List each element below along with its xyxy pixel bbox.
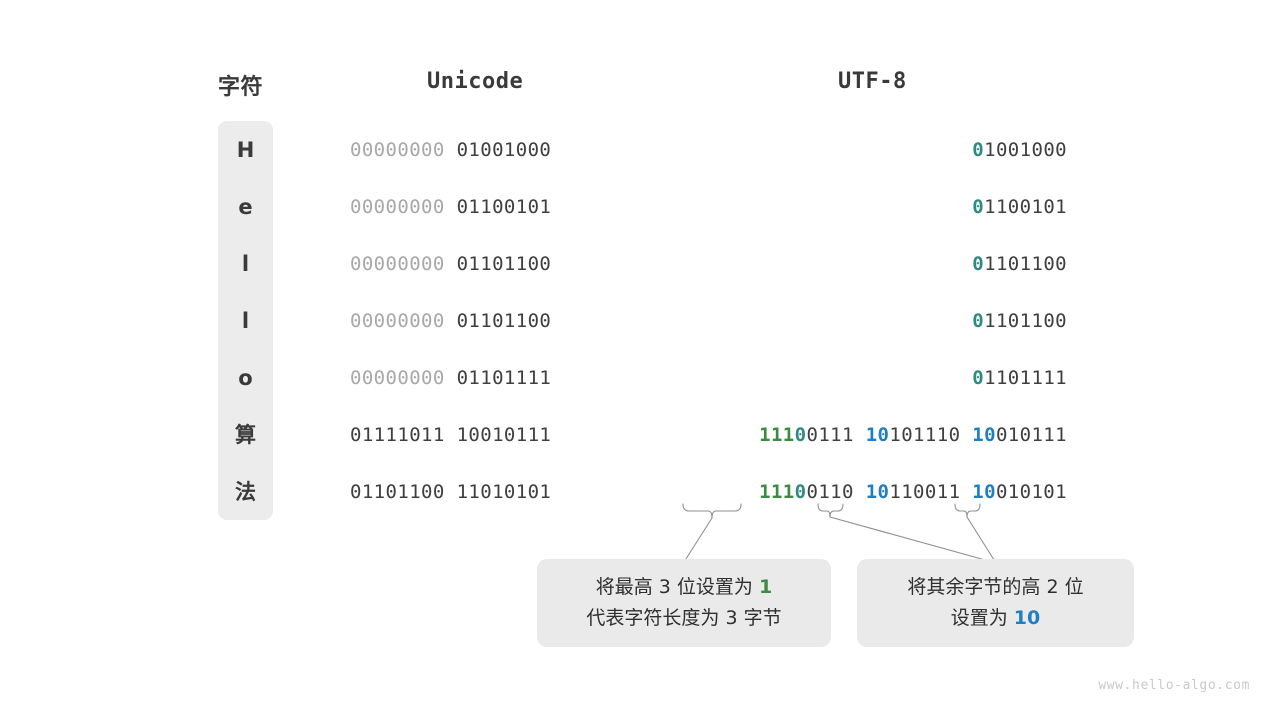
- unicode-low-byte: 01100101: [456, 196, 552, 218]
- table-row: e 00000000 01100101 01100101: [0, 192, 1280, 249]
- utf8-continuation-marker: 10: [972, 424, 996, 446]
- utf8-payload-byte3: 010111: [995, 424, 1067, 446]
- utf8-continuation-marker: 10: [865, 481, 890, 503]
- utf8-payload: 1101111: [984, 367, 1067, 389]
- row-utf8-bits: 11100111 10101110 10010111: [0, 420, 1067, 450]
- utf8-continuation-marker: 10: [972, 481, 996, 503]
- row-unicode-bits: 00000000 01101111: [350, 363, 551, 393]
- utf8-length-marker: 111: [759, 424, 795, 446]
- utf8-payload-byte1: 0110: [806, 481, 854, 503]
- annotation-text: 设置为: [950, 607, 1014, 629]
- watermark: www.hello-algo.com: [1098, 678, 1250, 693]
- character-column-panel: [218, 121, 273, 520]
- row-character: l: [241, 309, 250, 333]
- annotation-box-length-marker: 将最高 3 位设置为 1 代表字符长度为 3 字节: [537, 559, 831, 647]
- annotation-highlight: 10: [1013, 607, 1041, 629]
- row-utf8-bits: 01101111: [0, 363, 1067, 393]
- annotation-line: 将最高 3 位设置为 1: [596, 572, 772, 603]
- row-character: e: [238, 195, 253, 219]
- table-row: 法 01101100 11010101 11100110 10110011 10…: [0, 477, 1280, 534]
- row-unicode-bits: 00000000 01100101: [350, 192, 551, 222]
- table-row: 算 01111011 10010111 11100111 10101110 10…: [0, 420, 1280, 477]
- utf8-lead-marker: 0: [972, 253, 985, 275]
- table-row: H 00000000 01001000 01001000: [0, 135, 1280, 192]
- row-character: o: [238, 366, 253, 390]
- row-utf8-bits: 01101100: [0, 249, 1067, 279]
- row-unicode-bits: 01101100 11010101: [350, 477, 551, 507]
- utf8-separator-bit: 0: [794, 424, 807, 446]
- unicode-low-byte: 11010101: [456, 481, 552, 503]
- row-character: 法: [235, 480, 256, 504]
- unicode-low-byte: 01101111: [456, 367, 552, 389]
- utf8-lead-marker: 0: [972, 310, 985, 332]
- unicode-low-byte: 10010111: [456, 424, 552, 446]
- utf8-payload: 1001000: [984, 139, 1067, 161]
- column-header-utf8: UTF-8: [838, 69, 907, 94]
- row-utf8-bits: 01001000: [0, 135, 1067, 165]
- utf8-lead-marker: 0: [972, 139, 985, 161]
- annotation-box-continuation-marker: 将其余字节的高 2 位 设置为 10: [857, 559, 1134, 647]
- utf8-lead-marker: 0: [972, 196, 985, 218]
- table-row: l 00000000 01101100 01101100: [0, 306, 1280, 363]
- row-utf8-bits: 01101100: [0, 306, 1067, 336]
- table-row: o 00000000 01101111 01101111: [0, 363, 1280, 420]
- utf8-payload-byte3: 010101: [995, 481, 1067, 503]
- annotation-line: 将其余字节的高 2 位: [907, 576, 1084, 598]
- row-unicode-bits: 01111011 10010111: [350, 420, 551, 450]
- column-header-unicode: Unicode: [427, 69, 524, 94]
- unicode-high-byte: 00000000: [350, 196, 445, 218]
- annotation-line: 代表字符长度为 3 字节: [586, 607, 782, 629]
- column-header-char: 字符: [218, 75, 264, 100]
- annotation-text: 将最高 3 位设置为: [595, 576, 759, 598]
- unicode-high-byte: 01101100: [350, 481, 445, 503]
- row-character: H: [236, 138, 255, 162]
- row-character: l: [241, 252, 250, 276]
- unicode-low-byte: 01101100: [456, 310, 552, 332]
- unicode-high-byte: 00000000: [350, 139, 445, 161]
- utf8-payload-byte2: 110011: [889, 481, 961, 503]
- utf8-continuation-marker: 10: [865, 424, 890, 446]
- unicode-high-byte: 01111011: [350, 424, 445, 446]
- row-utf8-bits: 11100110 10110011 10010101: [0, 477, 1067, 507]
- utf8-length-marker: 111: [759, 481, 795, 503]
- row-unicode-bits: 00000000 01001000: [350, 135, 551, 165]
- utf8-payload: 1101100: [984, 310, 1067, 332]
- utf8-payload-byte1: 0111: [806, 424, 854, 446]
- unicode-low-byte: 01001000: [456, 139, 552, 161]
- utf8-lead-marker: 0: [972, 367, 985, 389]
- utf8-separator-bit: 0: [794, 481, 807, 503]
- unicode-high-byte: 00000000: [350, 253, 445, 275]
- row-character: 算: [235, 423, 256, 447]
- row-unicode-bits: 00000000 01101100: [350, 306, 551, 336]
- row-unicode-bits: 00000000 01101100: [350, 249, 551, 279]
- row-utf8-bits: 01100101: [0, 192, 1067, 222]
- utf8-payload: 1100101: [984, 196, 1067, 218]
- utf8-payload-byte2: 101110: [889, 424, 961, 446]
- annotation-line: 设置为 10: [951, 603, 1041, 634]
- annotation-highlight: 1: [758, 576, 773, 598]
- unicode-high-byte: 00000000: [350, 310, 445, 332]
- unicode-low-byte: 01101100: [456, 253, 552, 275]
- table-row: l 00000000 01101100 01101100: [0, 249, 1280, 306]
- unicode-high-byte: 00000000: [350, 367, 445, 389]
- utf8-payload: 1101100: [984, 253, 1067, 275]
